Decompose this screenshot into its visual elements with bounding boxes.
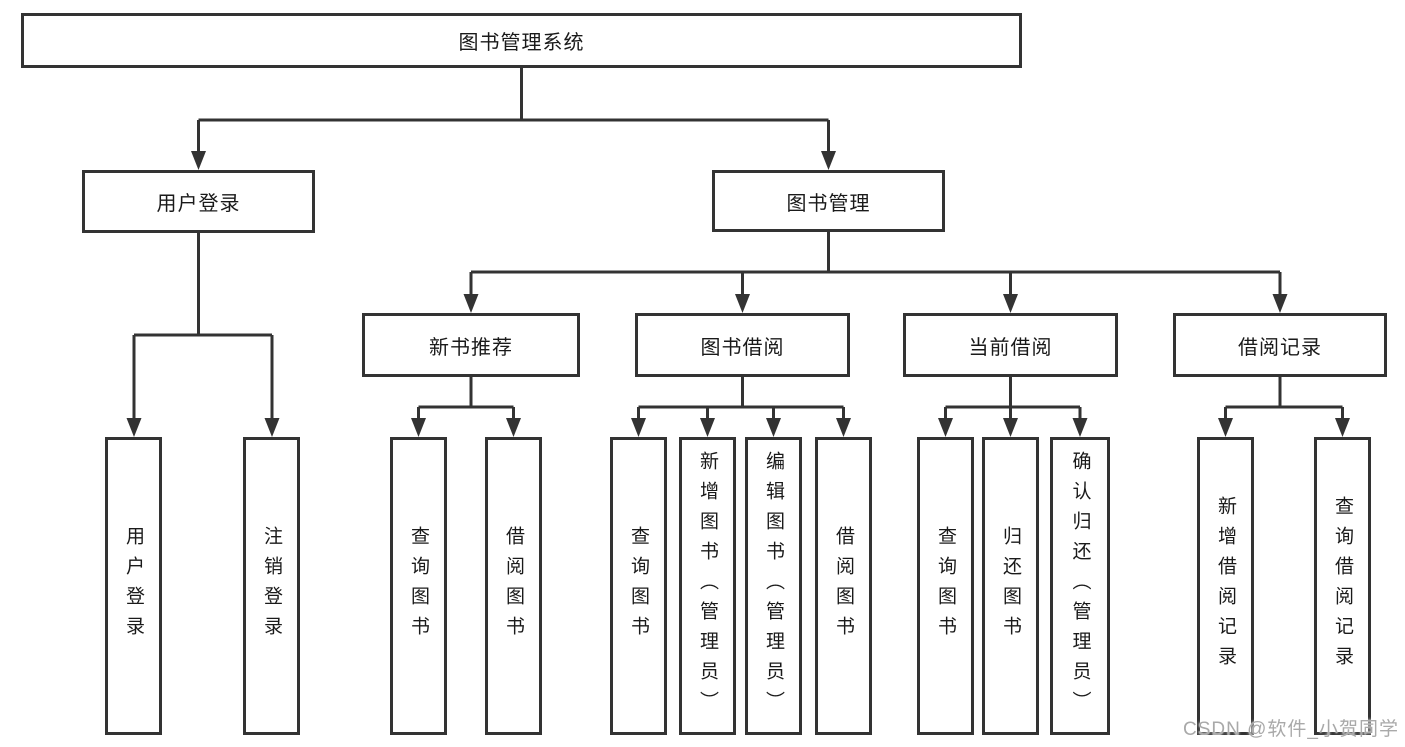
node-user-login: 用户登录 bbox=[82, 170, 315, 233]
leaf-return-book: 归还图书 bbox=[982, 437, 1039, 735]
leaf-user-login: 用户登录 bbox=[105, 437, 162, 735]
leaf-logout: 注销登录 bbox=[243, 437, 300, 735]
leaf-label: 查询图书 bbox=[408, 526, 429, 646]
node-book-management: 图书管理 bbox=[712, 170, 945, 232]
leaf-borrow-books-recommend: 借阅图书 bbox=[485, 437, 542, 735]
leaf-label: 查询图书 bbox=[628, 526, 649, 646]
leaf-label: 归还图书 bbox=[1000, 526, 1021, 646]
node-label: 借阅记录 bbox=[1238, 336, 1322, 359]
node-label: 图书管理 bbox=[786, 192, 871, 215]
leaf-label: 查询图书 bbox=[935, 526, 956, 646]
leaf-query-books-borrow: 查询图书 bbox=[610, 437, 667, 735]
leaf-query-books-recommend: 查询图书 bbox=[390, 437, 447, 735]
leaf-label: 新增图书（管理员） bbox=[697, 451, 718, 721]
leaf-label: 编辑图书（管理员） bbox=[763, 451, 784, 721]
connector-lines bbox=[132, 68, 1344, 423]
node-label: 当前借阅 bbox=[968, 336, 1053, 359]
node-new-book-recommendation: 新书推荐 bbox=[362, 313, 580, 377]
leaf-edit-book-admin: 编辑图书（管理员） bbox=[745, 437, 802, 735]
node-book-borrowing: 图书借阅 bbox=[635, 313, 850, 377]
leaf-label: 借阅图书 bbox=[833, 526, 854, 646]
node-current-borrowing: 当前借阅 bbox=[903, 313, 1118, 377]
node-label: 图书管理系统 bbox=[458, 32, 585, 54]
leaf-borrow-books: 借阅图书 bbox=[815, 437, 872, 735]
node-library-management-system: 图书管理系统 bbox=[21, 13, 1022, 68]
leaf-label: 借阅图书 bbox=[503, 526, 524, 646]
leaf-label: 用户登录 bbox=[123, 526, 144, 646]
leaf-label: 确认归还（管理员） bbox=[1069, 451, 1091, 721]
leaf-query-books-current: 查询图书 bbox=[917, 437, 974, 735]
leaf-label: 新增借阅记录 bbox=[1215, 496, 1236, 676]
node-label: 新书推荐 bbox=[429, 336, 513, 359]
leaf-add-book-admin: 新增图书（管理员） bbox=[679, 437, 736, 735]
node-label: 用户登录 bbox=[156, 193, 241, 215]
csdn-watermark: CSDN @软件_小贺同学 bbox=[1183, 719, 1399, 740]
leaf-label: 注销登录 bbox=[261, 526, 282, 646]
leaf-confirm-return-admin: 确认归还（管理员） bbox=[1050, 437, 1110, 735]
node-borrowing-records: 借阅记录 bbox=[1173, 313, 1387, 377]
arrowhead-icons bbox=[126, 151, 1350, 437]
leaf-label: 查询借阅记录 bbox=[1332, 496, 1353, 676]
leaf-query-borrow-record: 查询借阅记录 bbox=[1314, 437, 1371, 735]
node-label: 图书借阅 bbox=[700, 336, 785, 359]
leaf-add-borrow-record: 新增借阅记录 bbox=[1197, 437, 1254, 735]
